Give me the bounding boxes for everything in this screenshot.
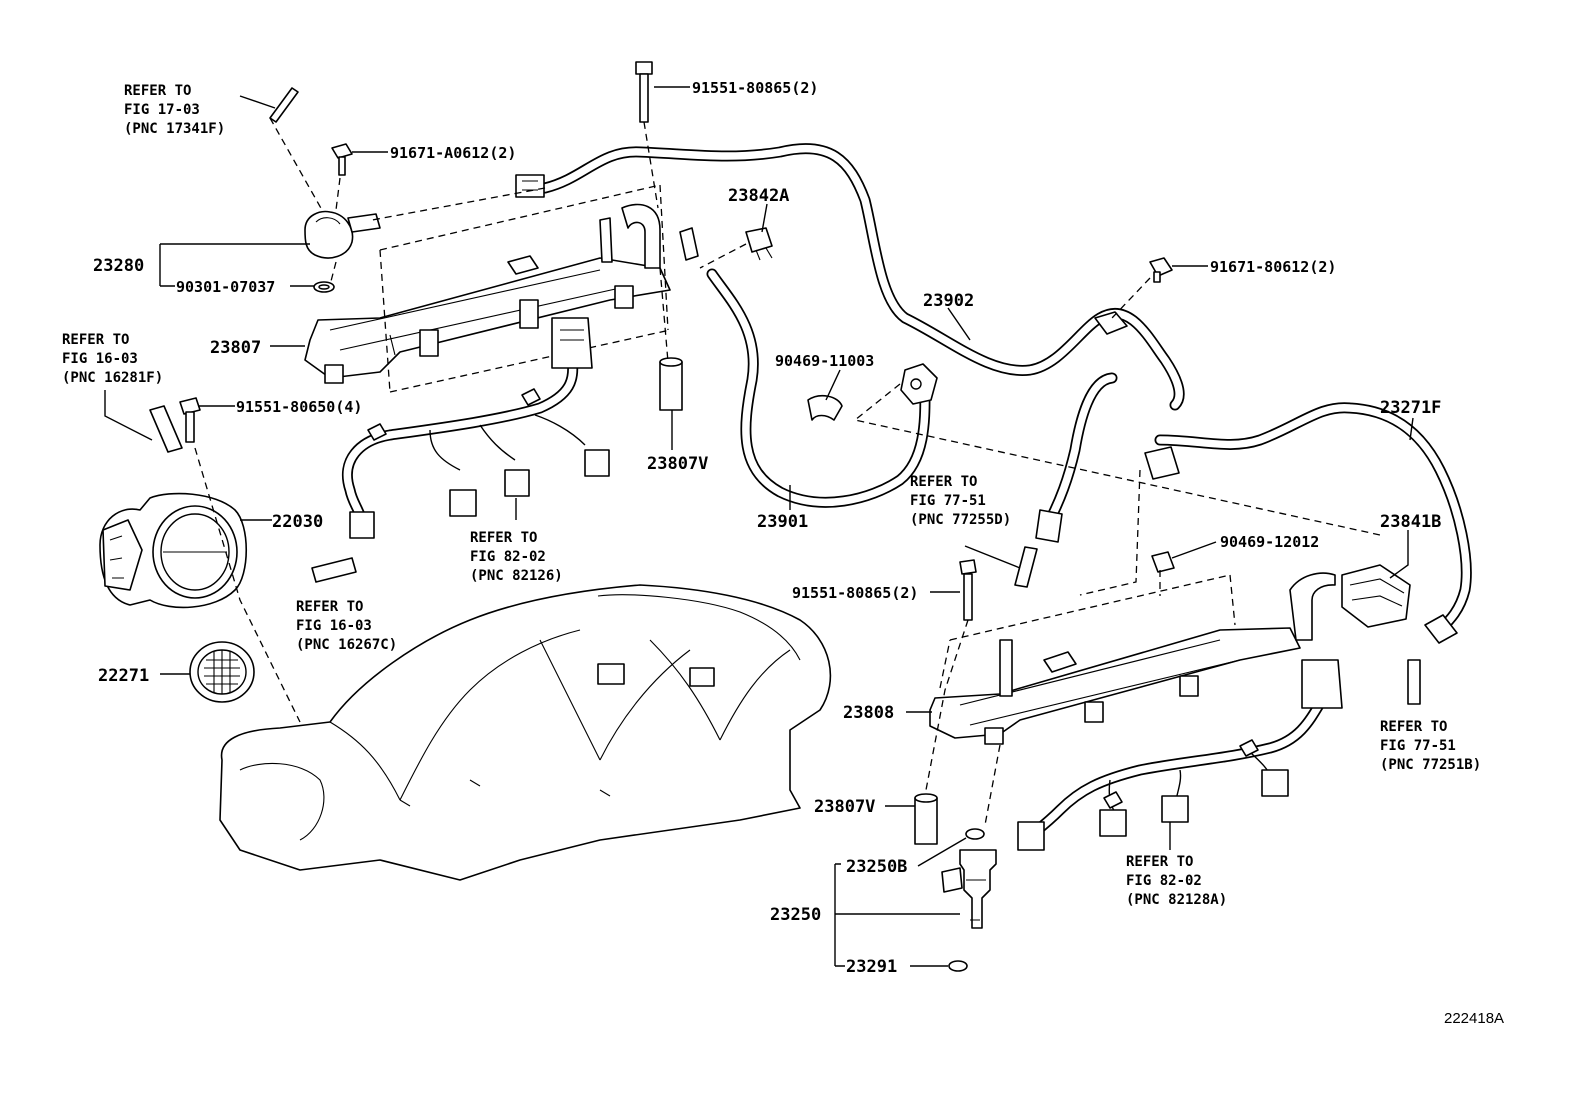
ref-note-77251B[interactable]: REFER TO FIG 77-51 (PNC 77251B) — [1380, 719, 1481, 773]
svg-text:FIG 77-51: FIG 77-51 — [1380, 738, 1456, 754]
label-91551-80650: 91551-80650(4) — [236, 398, 362, 416]
fuel-injector-23250[interactable] — [941, 849, 997, 929]
label-23807V-bot: 23807V — [814, 797, 875, 817]
part-labels: 91551-80865(2) 91671-A0612(2) 23280 9030… — [93, 79, 1441, 977]
label-23807: 23807 — [210, 338, 261, 358]
label-90469-12012: 90469-12012 — [1220, 533, 1319, 551]
o-ring-23250B[interactable] — [965, 828, 985, 840]
svg-text:(PNC 82126): (PNC 82126) — [470, 568, 563, 584]
label-23280: 23280 — [93, 256, 144, 276]
fuel-hose-stub[interactable] — [679, 227, 699, 261]
intake-manifold[interactable] — [219, 584, 832, 881]
leader-lines — [104, 86, 1414, 967]
svg-text:(PNC 77251B): (PNC 77251B) — [1380, 757, 1481, 773]
label-90301-07037: 90301-07037 — [176, 278, 275, 296]
svg-text:REFER TO: REFER TO — [470, 530, 537, 546]
label-23250B: 23250B — [846, 857, 907, 877]
svg-text:(PNC 77255D): (PNC 77255D) — [910, 512, 1011, 528]
ref-note-82128A[interactable]: REFER TO FIG 82-02 (PNC 82128A) — [1126, 854, 1227, 908]
ref-stub-77251B — [1407, 659, 1421, 705]
svg-text:(PNC 17341F): (PNC 17341F) — [124, 121, 225, 137]
bolt-91671-A0612[interactable] — [331, 143, 353, 176]
svg-text:FIG 17-03: FIG 17-03 — [124, 102, 200, 118]
wiring-harness-left[interactable] — [341, 317, 610, 539]
fuel-line-23901[interactable] — [706, 268, 938, 508]
ref-note-82126[interactable]: REFER TO FIG 82-02 (PNC 82126) — [470, 530, 563, 584]
ref-note-17341F[interactable]: REFER TO FIG 17-03 (PNC 17341F) — [124, 83, 225, 137]
svg-text:REFER TO: REFER TO — [1126, 854, 1193, 870]
dashed-leaders — [194, 117, 1381, 826]
label-22271: 22271 — [98, 666, 149, 686]
fuel-rail-23808[interactable] — [929, 572, 1336, 745]
svg-text:(PNC 16281F): (PNC 16281F) — [62, 370, 163, 386]
label-91551-80865-top: 91551-80865(2) — [692, 79, 818, 97]
ref-stub-17341F — [269, 87, 299, 123]
label-91551-80865-bot: 91551-80865(2) — [792, 584, 918, 602]
ref-note-16267C[interactable]: REFER TO FIG 16-03 (PNC 16267C) — [296, 599, 397, 653]
gasket-22271[interactable] — [189, 641, 255, 703]
figure-id: 222418A — [1444, 1010, 1504, 1027]
label-23808: 23808 — [843, 703, 894, 723]
ref-stub-16267C — [311, 557, 357, 583]
label-91671-A0612: 91671-A0612(2) — [390, 144, 516, 162]
label-23901: 23901 — [757, 512, 808, 532]
svg-text:REFER TO: REFER TO — [124, 83, 191, 99]
fuel-rail-23807[interactable] — [304, 203, 671, 384]
clip-23841B[interactable] — [1341, 564, 1411, 628]
connector-23807V-top[interactable] — [659, 357, 683, 411]
seal-23291[interactable] — [948, 960, 968, 972]
clip-23842A[interactable] — [745, 227, 773, 261]
label-22030: 22030 — [272, 512, 323, 532]
label-23841B: 23841B — [1380, 512, 1441, 532]
label-23842A: 23842A — [728, 186, 789, 206]
label-23250: 23250 — [770, 905, 821, 925]
clip-90469-12012[interactable] — [1151, 551, 1175, 573]
svg-text:FIG 82-02: FIG 82-02 — [1126, 873, 1202, 889]
fuel-line-return[interactable] — [1035, 372, 1118, 543]
bolt-91551-80650[interactable] — [179, 397, 201, 443]
label-23902: 23902 — [923, 291, 974, 311]
svg-text:(PNC 82128A): (PNC 82128A) — [1126, 892, 1227, 908]
fuel-line-23902[interactable] — [515, 143, 1185, 411]
connector-23807V-bot[interactable] — [914, 793, 938, 845]
svg-text:REFER TO: REFER TO — [910, 474, 977, 490]
svg-text:FIG 16-03: FIG 16-03 — [296, 618, 372, 634]
svg-text:(PNC 16267C): (PNC 16267C) — [296, 637, 397, 653]
svg-text:FIG 16-03: FIG 16-03 — [62, 351, 138, 367]
bolt-91671-80612[interactable] — [1149, 257, 1173, 283]
label-23291: 23291 — [846, 957, 897, 977]
ref-stub-16281F — [149, 405, 183, 453]
label-23807V-top: 23807V — [647, 454, 708, 474]
svg-text:REFER TO: REFER TO — [1380, 719, 1447, 735]
svg-text:FIG 82-02: FIG 82-02 — [470, 549, 546, 565]
ref-stub-77255D — [1014, 546, 1038, 588]
svg-text:FIG 77-51: FIG 77-51 — [910, 493, 986, 509]
throttle-body-22030[interactable] — [99, 492, 248, 609]
dashed-box-right — [939, 574, 1236, 689]
ref-note-77255D[interactable]: REFER TO FIG 77-51 (PNC 77255D) — [910, 474, 1011, 528]
svg-text:REFER TO: REFER TO — [62, 332, 129, 348]
fuel-line-23271F[interactable] — [1144, 402, 1472, 644]
label-23271F: 23271F — [1380, 398, 1441, 418]
bolt-91551-80865-bot[interactable] — [959, 559, 977, 621]
wiring-harness-right[interactable] — [1017, 659, 1343, 851]
svg-text:REFER TO: REFER TO — [296, 599, 363, 615]
ref-note-16281F[interactable]: REFER TO FIG 16-03 (PNC 16281F) — [62, 332, 163, 386]
bolt-91551-80865-top[interactable] — [635, 61, 653, 123]
pulsation-damper-23280[interactable] — [304, 210, 381, 293]
label-90469-11003: 90469-11003 — [775, 352, 874, 370]
label-91671-80612: 91671-80612(2) — [1210, 258, 1336, 276]
clip-90469-11003[interactable] — [807, 394, 843, 421]
